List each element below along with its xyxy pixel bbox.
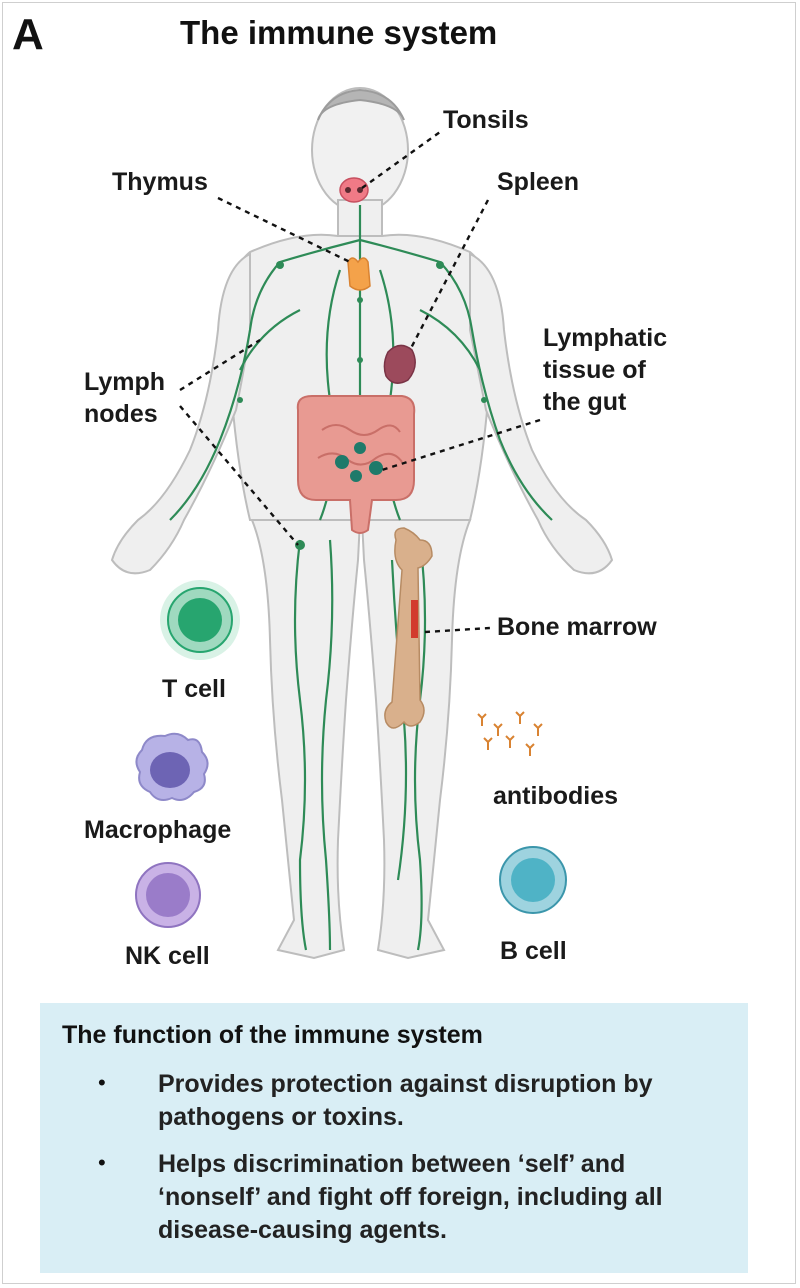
thymus-organ	[347, 257, 371, 291]
label-b-cell: B cell	[500, 937, 567, 965]
nk-cell-illustration	[135, 862, 201, 928]
t-cell-illustration	[160, 580, 240, 660]
label-tonsils: Tonsils	[443, 106, 529, 134]
bullet-marker: •	[98, 1150, 106, 1175]
leader-lines	[179, 131, 541, 634]
bone-marrow-femur	[384, 527, 433, 729]
immune-function-box: The function of the immune system • Prov…	[40, 1003, 748, 1273]
info-heading: The function of the immune system	[62, 1021, 483, 1049]
info-bullet: • Helps discrimination between ‘self’ an…	[62, 1148, 726, 1247]
intestine-organ	[296, 395, 416, 534]
label-spleen: Spleen	[497, 168, 579, 196]
label-gut-line1: Lymphatic	[543, 324, 668, 352]
label-lymph-nodes-line1: Lymph	[84, 368, 166, 396]
info-bullet: • Provides protection against disruption…	[62, 1068, 726, 1134]
tonsils-organ	[339, 177, 369, 203]
panel-letter: A	[12, 10, 44, 59]
page-title: The immune system	[180, 14, 498, 51]
label-lymph-nodes-line2: nodes	[84, 400, 158, 428]
spleen-organ	[383, 344, 416, 384]
label-t-cell: T cell	[162, 675, 226, 703]
bullet-marker: •	[98, 1070, 106, 1095]
bullet-text: Provides protection against disruption b…	[158, 1070, 653, 1131]
antibodies-illustration	[477, 711, 543, 756]
label-nk-cell: NK cell	[125, 942, 210, 970]
macrophage-illustration	[135, 732, 209, 801]
label-bone-marrow: Bone marrow	[497, 613, 657, 641]
b-cell-illustration	[499, 846, 567, 914]
label-macrophage: Macrophage	[84, 816, 232, 844]
label-antibodies: antibodies	[493, 782, 619, 810]
bullet-text: Helps discrimination between ‘self’ and …	[158, 1150, 663, 1244]
label-gut-line3: the gut	[543, 388, 627, 416]
label-thymus: Thymus	[112, 168, 208, 196]
label-gut-line2: tissue of	[543, 356, 646, 384]
immune-system-diagram	[110, 87, 614, 960]
